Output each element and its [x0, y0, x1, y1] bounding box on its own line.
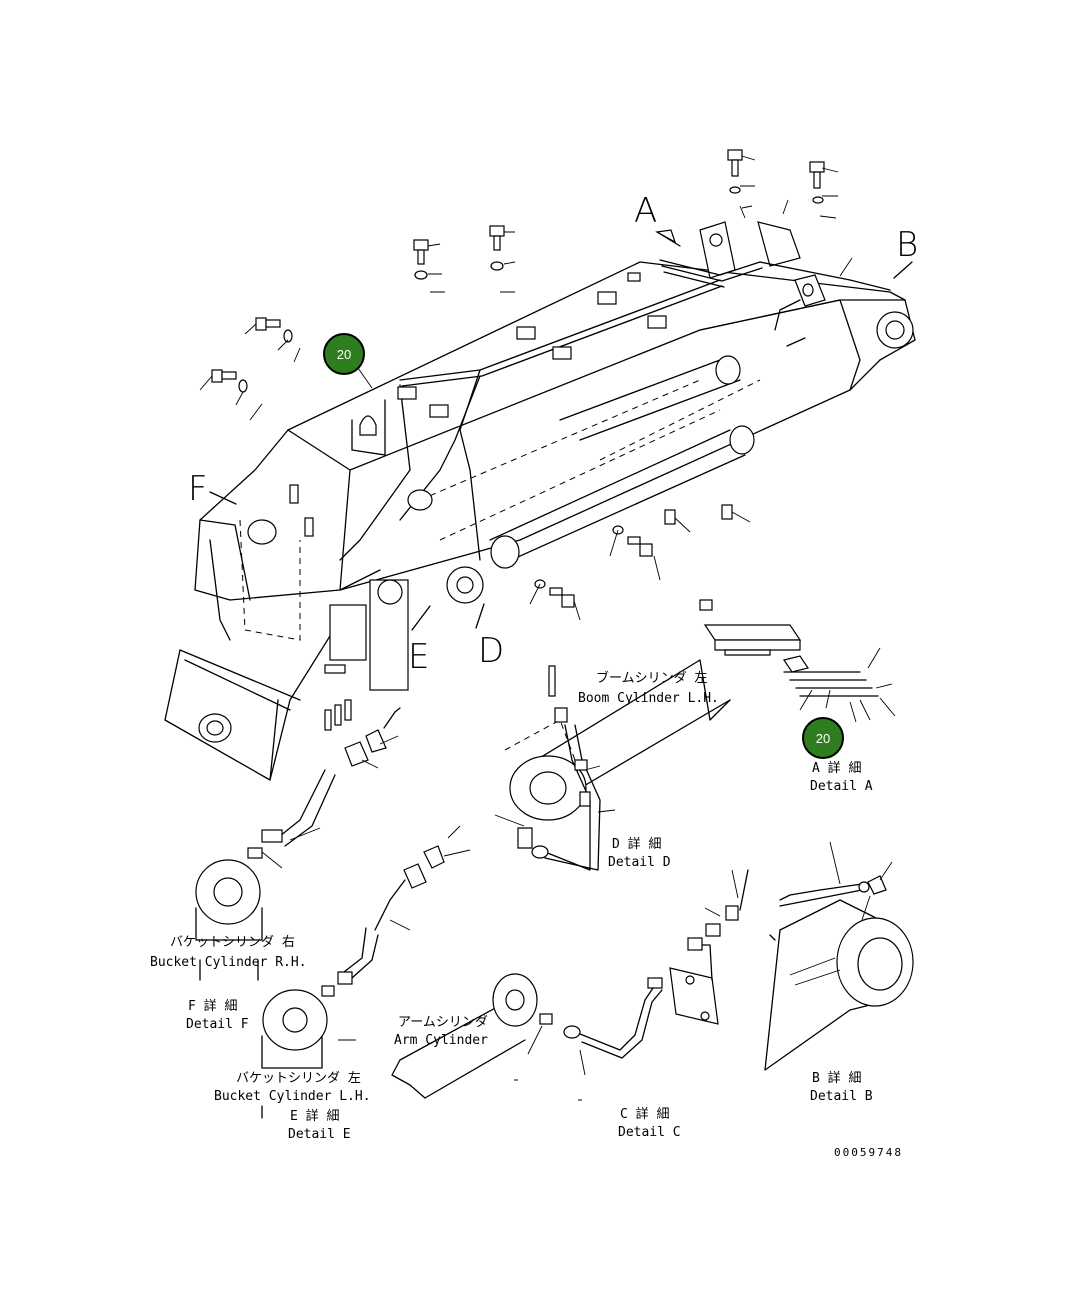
bucket-cylinder-rh-jp-label: バケットシリンダ 右: [170, 935, 295, 950]
detail-a-en-label: Detail A: [810, 779, 873, 794]
detail-f-jp-label: F 詳 細: [188, 998, 237, 1014]
detail-f-drawing: [195, 707, 401, 981]
boom-cylinder-jp-label: ブームシリンダ 左: [596, 670, 707, 686]
leader-lines: [199, 155, 853, 621]
view-arrows: [209, 229, 913, 631]
detail-d-en-label: Detail D: [608, 855, 671, 870]
detail-c-en-label: Detail C: [618, 1125, 681, 1140]
bucket-cylinder-rh-en-label: Bucket Cylinder R.H.: [150, 955, 307, 970]
view-letter-a: A: [634, 191, 657, 231]
callout-badge-label: 20: [337, 347, 351, 362]
detail-c-drawing: [391, 869, 749, 1099]
boom-cylinder-en-label: Boom Cylinder L.H.: [578, 691, 719, 706]
callout-badge-20-detail-a[interactable]: 20: [802, 717, 844, 759]
bucket-cylinder-lh-en-label: Bucket Cylinder L.H.: [214, 1089, 371, 1104]
detail-a-drawing: [699, 599, 896, 723]
detail-b-en-label: Detail B: [810, 1089, 873, 1104]
arm-cylinder-jp-label: アームシリンダ: [398, 1015, 488, 1030]
detail-e-jp-label: E 詳 細: [290, 1108, 339, 1124]
boom-assembly: [164, 221, 916, 781]
view-letter-b: B: [896, 225, 918, 265]
arm-cylinder-en-label: Arm Cylinder: [394, 1033, 488, 1048]
callout-badge-label: 20: [816, 731, 830, 746]
detail-d-jp-label: D 詳 細: [612, 836, 661, 852]
detail-d-drawing: [494, 659, 731, 871]
view-letter-d: D: [478, 631, 504, 671]
pipe-clamp: [397, 272, 667, 418]
view-letter-f: F: [188, 469, 208, 509]
detail-e-en-label: Detail E: [288, 1127, 351, 1142]
detail-b-drawing: [764, 841, 914, 1071]
detail-c-jp-label: C 詳 細: [620, 1106, 669, 1122]
detail-a-jp-label: A 詳 細: [812, 760, 861, 776]
fasteners: [211, 149, 825, 608]
callout-badge-20-main[interactable]: 20: [323, 333, 365, 375]
view-letter-e: E: [408, 637, 429, 677]
drawing-code: 00059748: [834, 1146, 903, 1159]
detail-b-jp-label: B 詳 細: [812, 1070, 861, 1086]
bucket-cylinder-lh-jp-label: バケットシリンダ 左: [236, 1071, 361, 1086]
detail-f-en-label: Detail F: [186, 1017, 249, 1032]
detail-e-drawing: [261, 825, 471, 1119]
